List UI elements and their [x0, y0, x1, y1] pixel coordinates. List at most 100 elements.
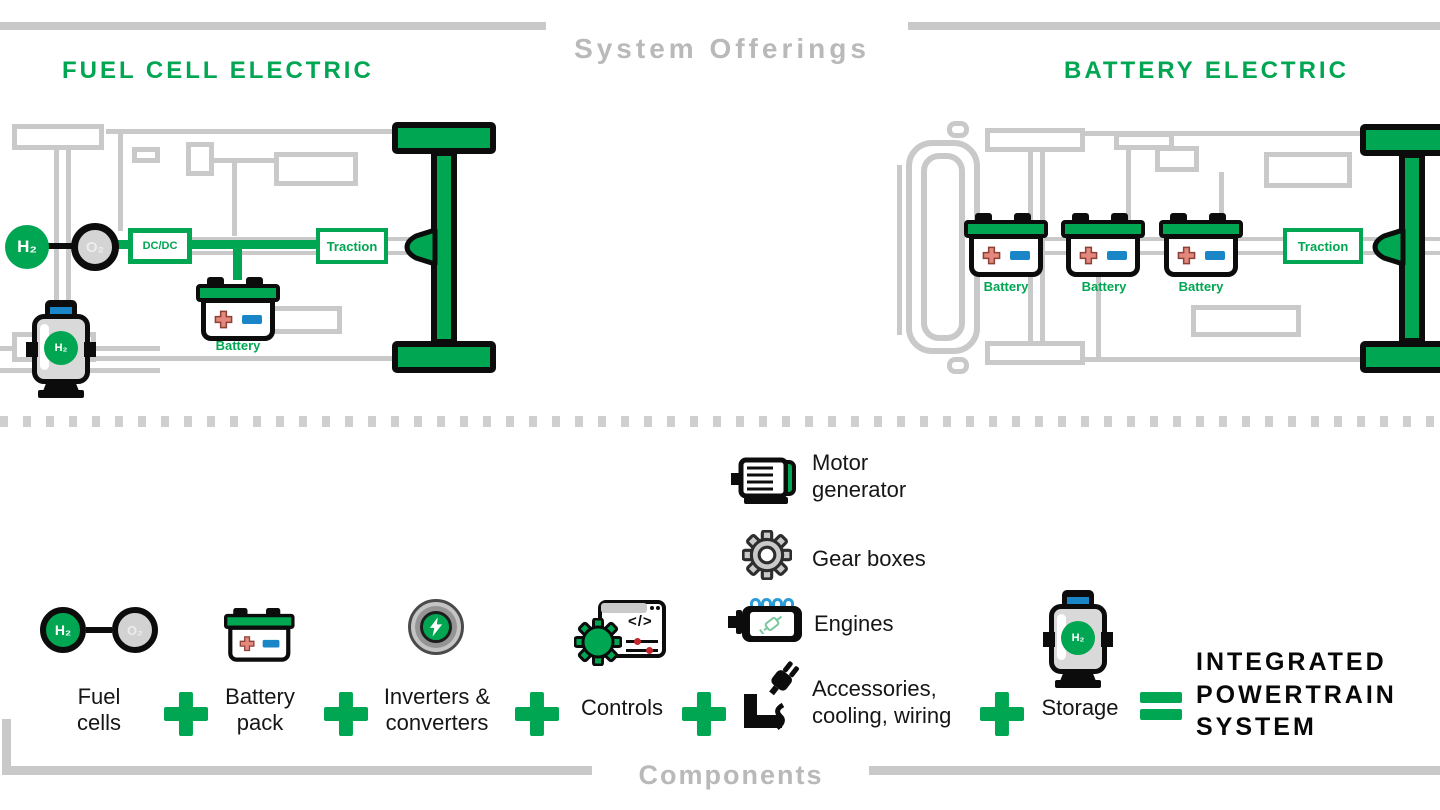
cab-window-outline: [921, 153, 965, 341]
plus-terminal-icon: [982, 246, 1001, 265]
chassis-line: [1096, 262, 1101, 357]
components-rule-left: [2, 766, 592, 775]
chassis-rect: [985, 341, 1085, 365]
o2-icon: O₂: [112, 607, 158, 653]
inverter-core: [420, 611, 452, 643]
wheel: [1360, 341, 1440, 373]
chassis-rect: [132, 147, 160, 163]
battery-terminal: [975, 213, 992, 224]
plus-terminal-icon: [1177, 246, 1196, 265]
h2-tank-icon: H₂: [26, 300, 96, 398]
tank-valve: [50, 307, 72, 314]
components-rule-right: [869, 766, 1440, 775]
battery-terminal: [1072, 213, 1089, 224]
battery-label: Battery: [215, 338, 261, 353]
chassis-line: [96, 356, 426, 361]
battery-pack-icon: [224, 608, 295, 662]
tank-h2-icon: H₂: [1061, 621, 1095, 655]
window-dot-icon: [662, 606, 666, 610]
tank-lug: [1043, 632, 1055, 647]
tank-valve: [1067, 597, 1089, 604]
minus-terminal-icon: [242, 315, 262, 324]
battery-pack-label: Battery pack: [225, 684, 295, 735]
differential-icon: [1372, 227, 1406, 267]
cab-mirror: [947, 357, 969, 374]
battery-terminal: [1111, 213, 1128, 224]
tank-lug: [84, 342, 96, 357]
tank-base: [38, 390, 84, 398]
wheel: [392, 122, 496, 154]
slider-line: [626, 649, 658, 652]
tank-lug: [26, 342, 38, 357]
slider-dot-icon: [634, 638, 641, 645]
engine-coil-icon: [761, 598, 772, 607]
differential-icon: [404, 227, 438, 267]
chassis-rect: [274, 152, 358, 186]
chassis-rect: [1264, 152, 1352, 188]
minus-terminal-icon: [1205, 251, 1225, 260]
chassis-line: [1126, 150, 1131, 220]
chassis-rect: [12, 124, 104, 150]
h2-o2-link: [86, 627, 112, 633]
battery-terminal: [233, 608, 248, 618]
accessories-label: Accessories, cooling, wiring: [812, 676, 952, 728]
chassis-line: [118, 131, 123, 231]
tank-base: [1055, 680, 1101, 688]
window-dot-icon: [650, 606, 654, 610]
fuel-cells-label: Fuel cells: [76, 684, 121, 735]
cab-bumper-line: [897, 165, 902, 335]
wheel: [1360, 124, 1440, 156]
plus-icon: [324, 692, 368, 736]
header-rule-left: [0, 22, 546, 30]
dcdc-box: DC/DC: [128, 228, 192, 264]
plus-icon: [515, 692, 559, 736]
engine-shaft: [736, 610, 742, 634]
engine-coil-icon: [783, 598, 794, 607]
storage-label: Storage: [1041, 695, 1119, 720]
engines-label: Engines: [814, 611, 894, 636]
battery-label: Battery: [983, 279, 1029, 294]
chassis-rect: [1155, 146, 1199, 172]
battery-body: [969, 234, 1043, 277]
chassis-line: [1219, 172, 1224, 237]
battery-icon: [964, 213, 1048, 277]
chassis-line: [1085, 131, 1400, 136]
slider-dot-icon: [646, 647, 653, 654]
battery-terminal: [1170, 213, 1187, 224]
storage-tank-icon: H₂: [1043, 590, 1113, 688]
chassis-line: [214, 158, 276, 163]
h2-o2-link: [47, 243, 73, 249]
tank-h2-icon: H₂: [44, 331, 78, 365]
chassis-line: [232, 158, 237, 236]
minus-terminal-icon: [1010, 251, 1030, 260]
controls-icon: </>: [574, 600, 668, 666]
wheel: [392, 341, 496, 373]
tank-lug: [1101, 632, 1113, 647]
chassis-line: [190, 237, 422, 241]
h2-icon: H₂: [40, 607, 86, 653]
plus-icon: [980, 692, 1024, 736]
battery-electric-heading: BATTERY ELECTRIC: [1064, 57, 1349, 84]
battery-body: [201, 298, 275, 341]
fuel-cell-electric-heading: FUEL CELL ELECTRIC: [62, 57, 374, 84]
spark-plug-icon: [759, 615, 783, 634]
battery-icon: [196, 277, 280, 341]
minus-terminal-icon: [1107, 251, 1127, 260]
engine-icon: [728, 596, 806, 650]
chassis-line: [106, 129, 408, 134]
plus-icon: [164, 692, 208, 736]
plug-icon: [744, 661, 800, 730]
engine-window: [750, 612, 794, 636]
result-text: INTEGRATED POWERTRAIN SYSTEM: [1196, 648, 1397, 741]
tank-base: [1060, 672, 1096, 681]
page-title: System Offerings: [574, 33, 870, 64]
controls-titlebar: [601, 603, 647, 613]
battery-terminal: [246, 277, 263, 288]
battery-label: Battery: [1081, 279, 1127, 294]
h2-icon: H₂: [5, 225, 49, 269]
engine-coil-icon: [772, 598, 783, 607]
controls-label: Controls: [581, 695, 663, 720]
motor-generator-icon: [731, 457, 796, 504]
chassis-rect: [186, 142, 214, 176]
